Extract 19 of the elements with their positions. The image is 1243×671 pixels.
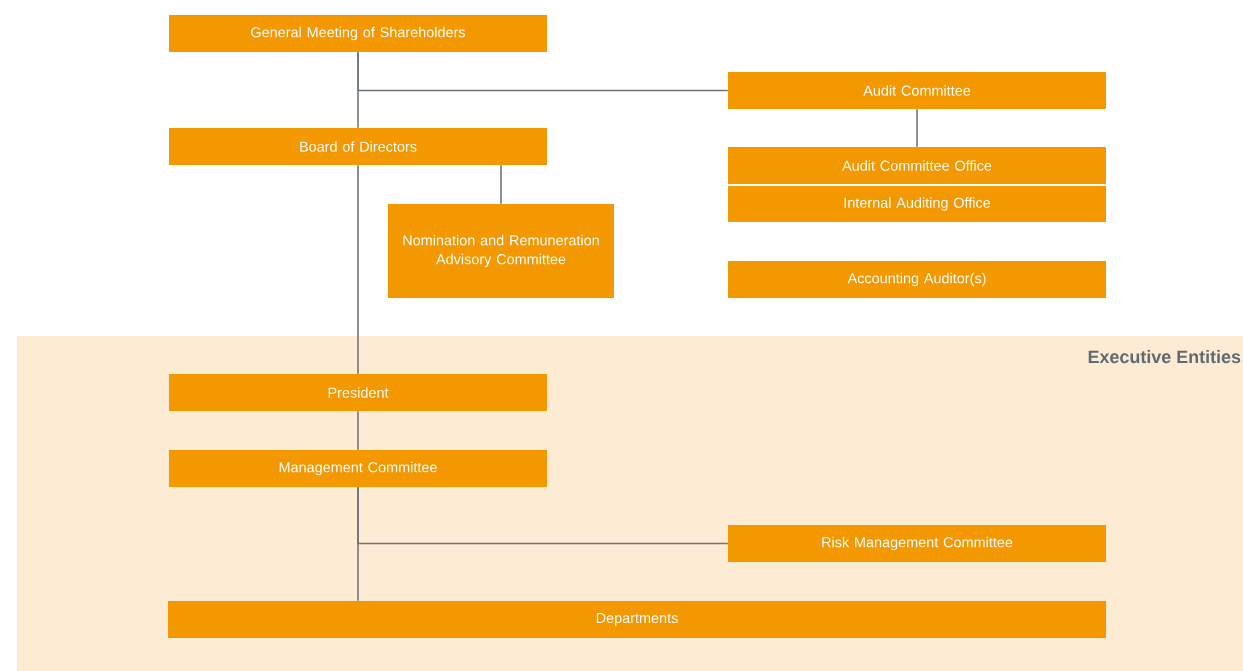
node-label: Audit Committee Office [842, 160, 992, 171]
connector-line [357, 164, 359, 375]
org-box: General Meeting of Shareholders [169, 15, 547, 52]
org-box: Audit Committee [728, 72, 1106, 109]
org-box: President [169, 374, 547, 411]
org-box: Nomination and Remuneration Advisory Committee [388, 204, 614, 298]
connector-line [357, 51, 729, 92]
org-box: Accounting Auditor(s) [728, 261, 1106, 298]
connector-line [357, 410, 359, 451]
connector-line [357, 486, 729, 545]
connector-line [916, 108, 918, 148]
org-box: Board of Directors [169, 128, 547, 165]
org-box: Departments [168, 601, 1106, 638]
org-box: Audit Committee Office [728, 147, 1106, 184]
org-box: Management Committee [169, 450, 547, 487]
node-label: Internal Auditing Office [844, 197, 991, 211]
org-box: Risk Management Committee [728, 525, 1106, 562]
connector-line [500, 164, 502, 205]
org-box: Internal Auditing Office [728, 186, 1106, 222]
